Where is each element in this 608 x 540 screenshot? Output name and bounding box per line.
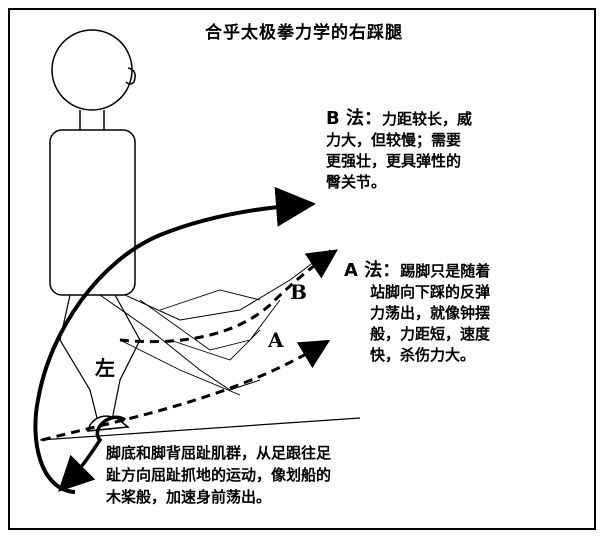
ground-line bbox=[39, 417, 361, 441]
note-b-line: 力距较长，威 bbox=[382, 110, 473, 128]
note-foot-line: 木桨般，加速身前荡出。 bbox=[106, 488, 272, 506]
label-left: 左 bbox=[95, 356, 115, 380]
note-b-line: 臀关节。 bbox=[326, 173, 387, 191]
note-b-lead: B 法： bbox=[326, 108, 382, 129]
note-a-line: 力荡出，就像钟摆 bbox=[370, 304, 491, 322]
note-foot-line: 趾方向屈趾抓地的运动，像划船的 bbox=[106, 466, 332, 484]
arrow-a-dashed bbox=[41, 339, 331, 442]
foot-arrow bbox=[58, 415, 126, 492]
label-b: B bbox=[290, 280, 307, 304]
torso bbox=[49, 129, 136, 296]
note-a-line: 踢脚只是随着 bbox=[400, 262, 491, 280]
note-b-line: 更强壮，更具弹性的 bbox=[326, 152, 462, 170]
note-a-lead: A 法： bbox=[344, 260, 401, 281]
note-b-line: 力大，但较慢；需要 bbox=[326, 131, 462, 149]
diagram-frame bbox=[8, 8, 596, 530]
note-a-line: 般，力距短，速度 bbox=[370, 325, 491, 343]
diagram-title: 合乎太极拳力学的右踩腿 bbox=[205, 23, 403, 43]
note-foot-line: 脚底和脚背屈趾肌群，从足跟往足 bbox=[106, 444, 332, 462]
note-foot: 脚底和脚背屈趾肌群，从足跟往足 趾方向屈趾抓地的运动，像划船的 木桨般，加速身前… bbox=[106, 442, 331, 508]
neck bbox=[79, 110, 105, 130]
arrow-b-solid bbox=[33, 186, 316, 494]
right-leg bbox=[59, 294, 141, 431]
leg-sketch-lines bbox=[119, 289, 281, 396]
note-method-a: A 法：踢脚只是随着 站脚向下踩的反弹 力荡出，就像钟摆 般，力距短，速度 快，… bbox=[344, 260, 490, 366]
note-a-line: 站脚向下踩的反弹 bbox=[370, 283, 491, 301]
note-a-line: 快，杀伤力大。 bbox=[370, 346, 476, 364]
label-a: A bbox=[268, 328, 284, 352]
body-figure bbox=[49, 29, 331, 432]
note-method-b: B 法：力距较长，威 力大，但较慢；需要 更强壮，更具弹性的 臀关节。 bbox=[326, 108, 472, 193]
left-leg bbox=[99, 249, 331, 391]
ear bbox=[125, 67, 136, 85]
